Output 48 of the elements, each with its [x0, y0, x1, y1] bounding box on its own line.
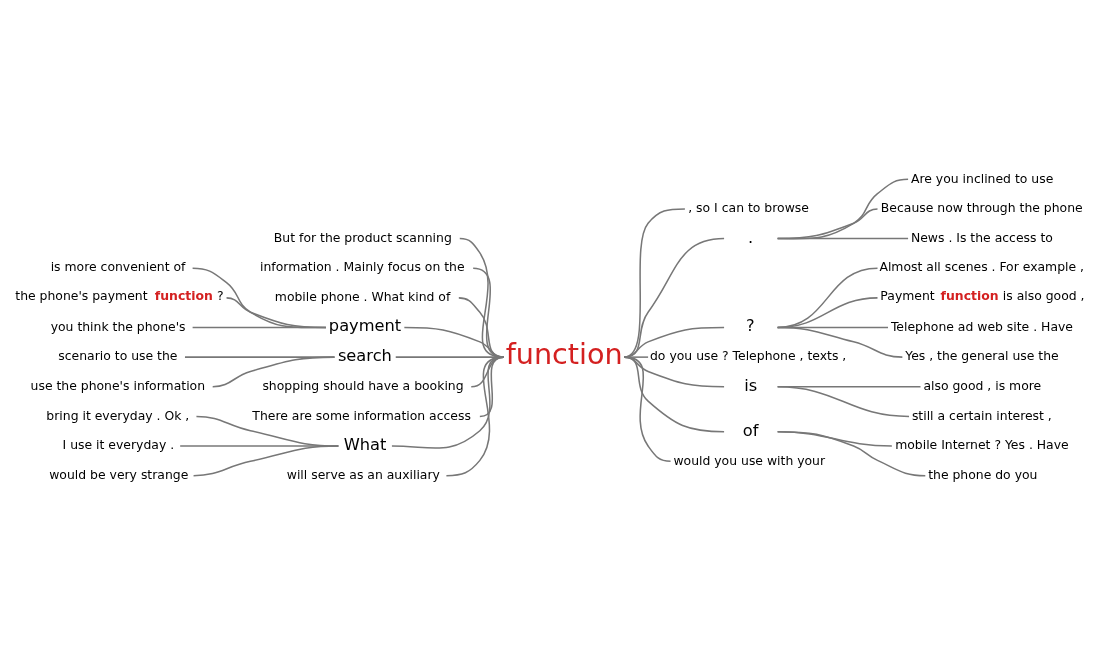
node-text: will serve as an auxiliary: [286, 466, 440, 482]
node-text: search: [337, 345, 392, 365]
connector: [191, 326, 327, 328]
node-text: What: [343, 434, 387, 454]
connector: [192, 444, 340, 476]
node-text: Almost all scenes . For example ,: [879, 258, 1085, 274]
node-text: .: [747, 227, 754, 247]
node-text: shopping should have a booking: [262, 377, 464, 393]
node-text: mobile Internet ? Yes . Have: [895, 436, 1069, 452]
node-text: information . Mainly focus on the: [260, 258, 465, 274]
node-text: I use it everyday .: [62, 436, 175, 452]
node-text: ?: [746, 315, 755, 335]
node-text: payment: [328, 315, 402, 335]
node-text: There are some information access: [252, 407, 471, 423]
node-text: mobile phone . What kind of: [274, 288, 451, 304]
connector: [211, 355, 336, 388]
connector: [776, 430, 893, 447]
node-text: would be very strange: [49, 466, 189, 482]
connector: [776, 385, 910, 417]
node-text: function: [505, 336, 623, 371]
node-text: you think the phone's: [50, 318, 186, 334]
node-text: Are you inclined to use: [910, 170, 1054, 186]
node-text: , so I can to browse: [688, 199, 809, 215]
node-text: is: [744, 375, 758, 395]
node-text: Because now through the phone: [880, 199, 1083, 215]
connector: [445, 355, 505, 476]
node-text: would you use with your: [673, 452, 826, 468]
connector: [623, 355, 672, 462]
connector: [191, 266, 327, 328]
node-text: still a certain interest ,: [911, 407, 1052, 423]
node-text: But for the product scanning: [273, 229, 452, 245]
node-text: Telephone ad web site . Have: [890, 318, 1074, 334]
node-text: the phone do you: [928, 466, 1038, 482]
node-text: Yes , the general use the: [905, 347, 1059, 363]
node-text: scenario to use the: [58, 347, 178, 363]
node-text: is more convenient of: [50, 258, 186, 274]
connector: [776, 178, 909, 239]
node-text: of: [742, 420, 759, 440]
node-text: also good , is more: [923, 377, 1042, 393]
node-text: bring it everyday . Ok ,: [46, 407, 190, 423]
node-text: use the phone's information: [30, 377, 206, 393]
node-text: do you use ? Telephone , texts ,: [650, 347, 847, 363]
connector: [776, 430, 927, 476]
node-text: News . Is the access to: [910, 229, 1053, 245]
node-text: Payment function is also good ,: [880, 287, 1085, 303]
connector: [776, 326, 904, 358]
node-text: the phone's payment function ?: [15, 287, 224, 303]
connector: [776, 237, 909, 239]
